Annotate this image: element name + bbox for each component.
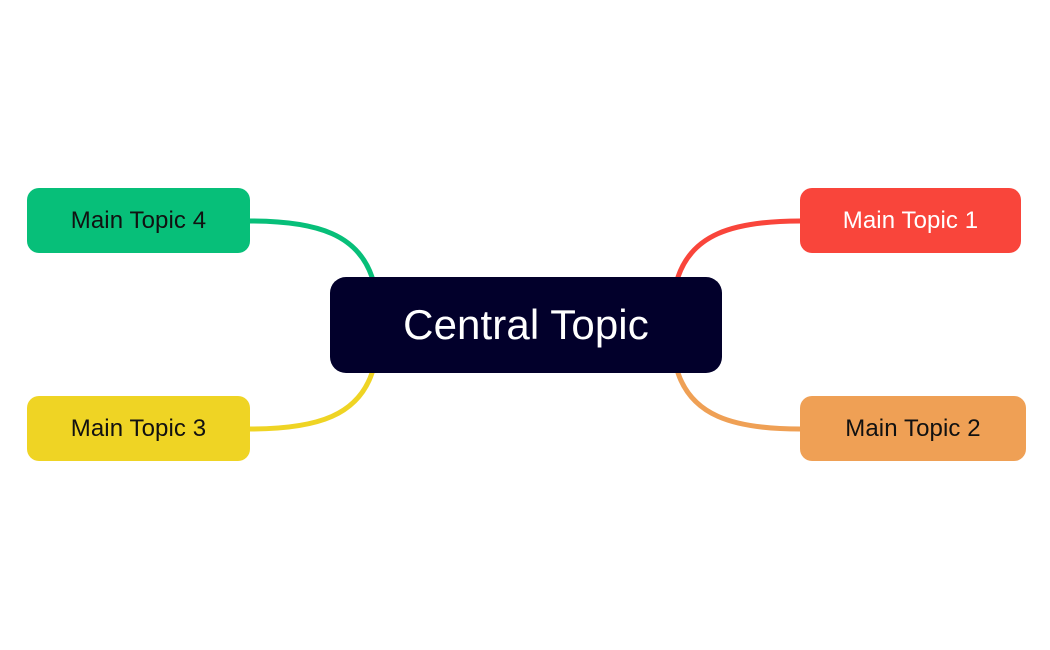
node-central-topic[interactable]: Central Topic: [330, 277, 722, 373]
node-central-topic-label: Central Topic: [403, 301, 649, 348]
connector-topic-4: [247, 218, 375, 280]
node-main-topic-2-label: Main Topic 2: [845, 414, 981, 442]
connector-topic-1: [675, 218, 803, 280]
node-main-topic-1[interactable]: Main Topic 1: [800, 188, 1021, 253]
connector-topic-2: [675, 370, 803, 432]
node-main-topic-2[interactable]: Main Topic 2: [800, 396, 1026, 461]
node-main-topic-4[interactable]: Main Topic 4: [27, 188, 250, 253]
node-main-topic-3-label: Main Topic 3: [70, 414, 207, 442]
node-main-topic-3[interactable]: Main Topic 3: [27, 396, 250, 461]
node-main-topic-1-label: Main Topic 1: [842, 206, 979, 234]
node-main-topic-4-label: Main Topic 4: [70, 206, 207, 234]
connector-topic-3: [247, 370, 375, 432]
